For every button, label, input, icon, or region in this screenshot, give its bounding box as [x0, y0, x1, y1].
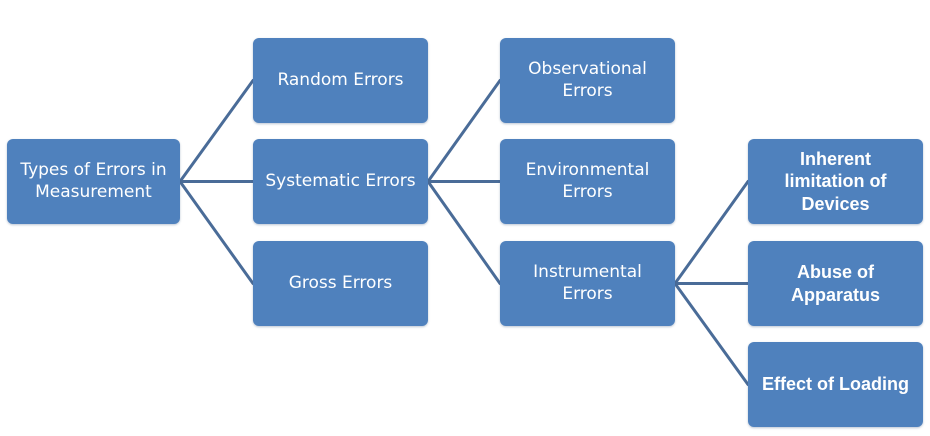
connector-systematic_errors-to-observational_errors: [426, 79, 502, 183]
node-systematic-errors: Systematic Errors: [253, 139, 428, 224]
connector-root-to-random_errors: [178, 79, 255, 183]
node-types-of-errors: Types of Errors in Measurement: [7, 139, 180, 224]
node-environmental-errors: Environmental Errors: [500, 139, 675, 224]
node-abuse-of-apparatus: Abuse of Apparatus: [748, 241, 923, 326]
connector-instrumental_errors-to-effect_of_loading: [673, 282, 750, 386]
node-random-errors: Random Errors: [253, 38, 428, 123]
connector-systematic_errors-to-instrumental_errors: [426, 180, 502, 285]
node-gross-errors: Gross Errors: [253, 241, 428, 326]
node-effect-of-loading: Effect of Loading: [748, 342, 923, 427]
node-instrumental-errors: Instrumental Errors: [500, 241, 675, 326]
node-observational-errors: Observational Errors: [500, 38, 675, 123]
connector-instrumental_errors-to-inherent_limitation: [673, 180, 750, 285]
connector-root-to-gross_errors: [178, 180, 255, 285]
node-inherent-limitation: Inherent limitation of Devices: [748, 139, 923, 224]
